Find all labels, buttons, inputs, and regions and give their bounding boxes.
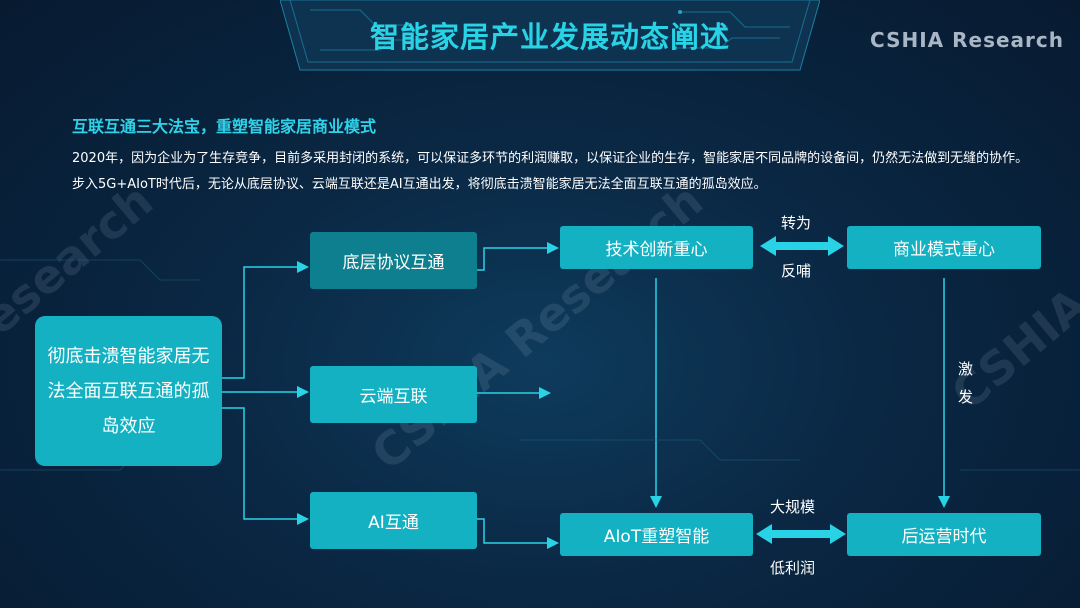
label-feedback: 反哺 xyxy=(781,262,812,280)
label-low-profit: 低利润 xyxy=(770,559,816,577)
label-large-scale: 大规模 xyxy=(770,498,816,516)
path-cloud-box: 云端互联 xyxy=(310,366,477,423)
label-transform: 转为 xyxy=(781,214,812,232)
source-box: 彻底击溃智能家居无法全面互联互通的孤岛效应 xyxy=(35,316,222,466)
path-ai-box: AI互通 xyxy=(310,492,477,549)
section-subtitle: 互联互通三大法宝，重塑智能家居商业模式 xyxy=(72,117,377,136)
title-banner xyxy=(280,0,820,71)
business-model-box: 商业模式重心 xyxy=(847,226,1041,269)
brand-logo-text: CSHIA Research xyxy=(870,28,1064,52)
page-title: 智能家居产业发展动态阐述 xyxy=(369,20,730,54)
tech-innovation-box: 技术创新重心 xyxy=(560,226,753,269)
section-paragraph: 2020年，因为企业为了生存竞争，目前多采用封闭的系统，可以保证多环节的利润赚取… xyxy=(72,151,1029,192)
label-stimulate-1: 激 xyxy=(958,360,974,378)
aiot-box: AIoT重塑智能 xyxy=(560,513,753,556)
path-protocol-box: 底层协议互通 xyxy=(310,232,477,289)
label-stimulate-2: 发 xyxy=(958,388,974,406)
post-operation-box: 后运营时代 xyxy=(847,513,1041,556)
